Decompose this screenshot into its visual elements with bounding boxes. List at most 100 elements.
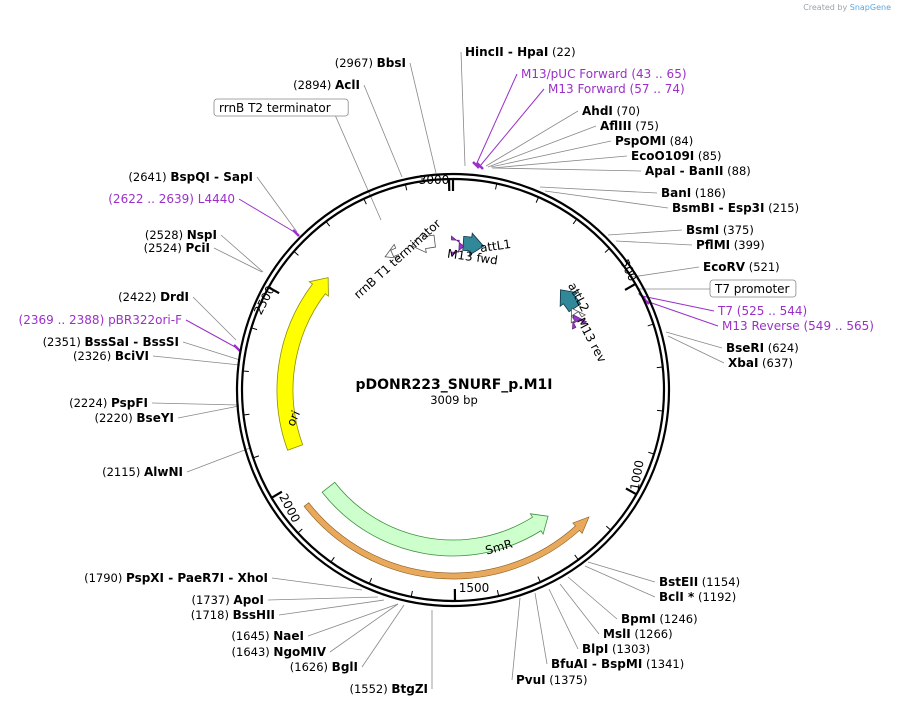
site-position: (2220) xyxy=(95,411,137,425)
site-position: (88) xyxy=(724,164,751,178)
site-bseri[interactable]: BseRI (624) xyxy=(726,341,799,355)
acli-leader xyxy=(363,84,403,178)
site-m13-puc-forward[interactable]: M13/pUC Forward (43 .. 65) xyxy=(521,67,687,81)
site-label-text: (1718) BssHII xyxy=(191,608,275,622)
site-label-text: (2351) BssSaI - BssSI xyxy=(43,335,179,349)
site-position: (375) xyxy=(719,223,754,237)
site-bcivi[interactable]: (2326) BciVI xyxy=(73,349,149,363)
ori-label: ori xyxy=(284,408,303,428)
site-pvui[interactable]: PvuI (1375) xyxy=(516,673,588,687)
site-sapi-bspqi[interactable]: (2641) BspQI - SapI xyxy=(128,170,253,184)
site-m13-reverse[interactable]: M13 Reverse (549 .. 565) xyxy=(722,319,874,333)
site-label-text: (2894) AclI xyxy=(293,78,360,92)
site-name: M13 Reverse xyxy=(722,319,800,333)
site-label-text: (1645) NaeI xyxy=(231,629,304,643)
site-name: BspQI xyxy=(170,170,210,184)
site-bfuai-bspmi[interactable]: BfuAI - BspMI (1341) xyxy=(551,657,684,671)
m13-rev-arrow xyxy=(572,314,588,330)
site-position: (215) xyxy=(765,201,800,215)
site-name: T7 xyxy=(717,304,733,318)
tick-mark xyxy=(410,590,413,597)
site-label-text: (2326) BciVI xyxy=(73,349,149,363)
site-ecoo109i[interactable]: EcoO109I (85) xyxy=(631,149,722,163)
site-pcii[interactable]: (2524) PciI xyxy=(144,241,210,255)
plasmid-name: pDONR223_SNURF_p.M1I xyxy=(356,377,553,393)
site-bsshii[interactable]: (1718) BssHII xyxy=(191,608,275,622)
site-label-text: AflIII (75) xyxy=(600,119,659,133)
bbsi-leader xyxy=(409,62,437,174)
site-label-text: AhdI (70) xyxy=(582,104,640,118)
t7-leader xyxy=(641,295,715,312)
site-alwni[interactable]: (2115) AlwNI xyxy=(102,465,183,479)
site-bsteii[interactable]: BstEII (1154) xyxy=(659,575,740,589)
site-name: BpmI xyxy=(621,612,656,626)
site-btgzi[interactable]: (1552) BtgZI xyxy=(349,682,428,696)
site-bbsi[interactable]: (2967) BbsI xyxy=(335,56,406,70)
site-pflmi[interactable]: PflMI (399) xyxy=(696,238,765,252)
site-name: BtgZI xyxy=(391,682,428,696)
site-name: (2622 .. 2639) xyxy=(108,192,198,206)
credit-prefix: Created by xyxy=(803,3,848,12)
site-name: pBR322ori-F xyxy=(108,313,182,327)
site-name: SapI xyxy=(223,170,253,184)
site-label-text: XbaI (637) xyxy=(728,356,793,370)
site-name: NaeI xyxy=(273,629,304,643)
site-name: HpaI xyxy=(517,45,548,59)
site-xbai[interactable]: XbaI (637) xyxy=(728,356,793,370)
site-name: M13/pUC Forward xyxy=(521,67,628,81)
site-name: XbaI xyxy=(728,356,758,370)
bsssi-leader xyxy=(182,341,241,361)
m13-reverse-leader xyxy=(645,300,719,327)
site-drdi[interactable]: (2422) DrdI xyxy=(118,290,189,304)
site-ahdi[interactable]: AhdI (70) xyxy=(582,104,640,118)
pbr322ori-f-leader xyxy=(185,319,238,349)
site-label-text: PvuI (1375) xyxy=(516,673,588,687)
snapgene-credit: Created by SnapGene xyxy=(803,3,891,12)
site-position: (2351) xyxy=(43,335,85,349)
tick-mark xyxy=(243,413,250,416)
site-blpi[interactable]: BlpI (1303) xyxy=(582,642,650,656)
tick-mark xyxy=(572,218,578,225)
site-label-text: M13/pUC Forward (43 .. 65) xyxy=(521,67,687,81)
site-nspi[interactable]: (2528) NspI xyxy=(145,228,217,242)
site-paer7i-pspxi[interactable]: (1790) PspXI - PaeR7I - XhoI xyxy=(84,571,268,585)
site-t7-promoter[interactable]: T7 promoter xyxy=(709,279,797,298)
site-afliii[interactable]: AflIII (75) xyxy=(600,119,659,133)
site-bani[interactable]: BanI (186) xyxy=(661,186,726,200)
site-t7[interactable]: T7 (525 .. 544) xyxy=(717,304,807,318)
site-hincii-hpai[interactable]: HincII - HpaI (22) xyxy=(465,45,576,59)
site-bgli[interactable]: (1626) BglI xyxy=(290,660,358,674)
site-naei[interactable]: (1645) NaeI xyxy=(231,629,304,643)
site-bsmi[interactable]: BsmI (375) xyxy=(686,223,754,237)
site-bseyi[interactable]: (2220) BseYI xyxy=(95,411,175,425)
site-bcli[interactable]: BclI * (1192) xyxy=(659,590,736,604)
site-name: - xyxy=(504,45,517,59)
site-bpmi[interactable]: BpmI (1246) xyxy=(621,612,698,626)
site-m13-forward[interactable]: M13 Forward (57 .. 74) xyxy=(548,82,685,96)
site-label-text: EcoO109I (85) xyxy=(631,149,722,163)
site-name: AhdI xyxy=(582,104,613,118)
tick-mark xyxy=(647,323,654,327)
site-apoi[interactable]: (1737) ApoI xyxy=(192,593,265,607)
site-rrnb-t2-terminator[interactable]: rrnB T2 terminator xyxy=(213,98,349,117)
site-position: (1645) xyxy=(231,629,273,643)
site-acli[interactable]: (2894) AclI xyxy=(293,78,360,92)
site-l4440[interactable]: (2622 .. 2639) L4440 xyxy=(108,192,235,206)
site-ngomiv[interactable]: (1643) NgoMIV xyxy=(232,645,327,659)
site-msli[interactable]: MslI (1266) xyxy=(603,627,673,641)
site-label-text: BclI * (1192) xyxy=(659,590,736,604)
naei-leader xyxy=(307,603,399,637)
site-bsssi-bsssai[interactable]: (2351) BssSaI - BssSI xyxy=(43,335,179,349)
site-label-text: (2224) PspFI xyxy=(69,396,148,410)
site-pbr322ori-f[interactable]: (2369 .. 2388) pBR322ori-F xyxy=(19,313,183,327)
feature-box xyxy=(709,279,797,298)
site-pspomi[interactable]: PspOMI (84) xyxy=(615,134,693,148)
site-bsmbi-esp3i[interactable]: BsmBI - Esp3I (215) xyxy=(672,201,799,215)
site-label-text: M13 Forward (57 .. 74) xyxy=(548,82,685,96)
pspomi-leader xyxy=(490,140,612,168)
tick-mark xyxy=(496,590,500,597)
site-ecorv[interactable]: EcoRV (521) xyxy=(703,260,780,274)
site-apai-banii[interactable]: ApaI - BanII (88) xyxy=(645,164,751,178)
site-position: (2524) xyxy=(144,241,186,255)
site-pspfi[interactable]: (2224) PspFI xyxy=(69,396,148,410)
